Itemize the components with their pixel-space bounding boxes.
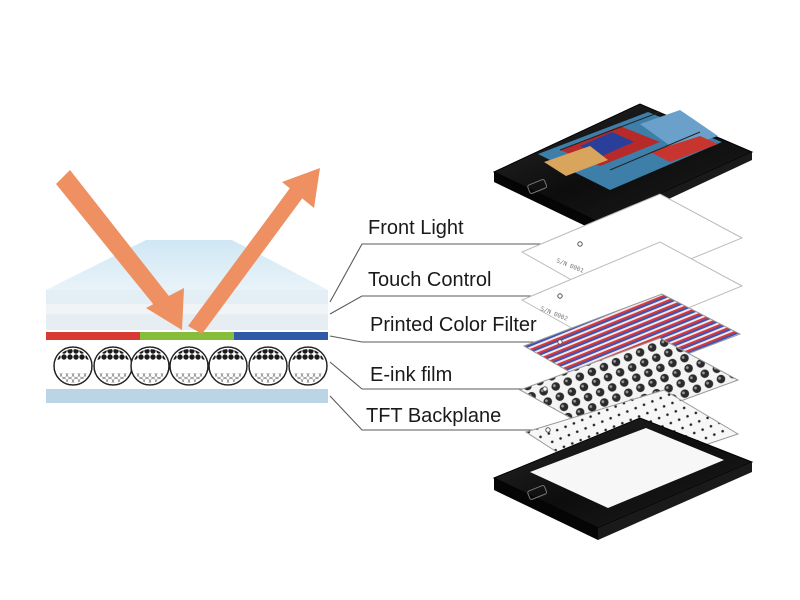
eink-film-sheet-anchor: [542, 386, 548, 392]
color-filter-blue-segment: [234, 332, 328, 340]
leader-line-eink-film: [329, 361, 545, 390]
cross-section-front-light-layer: [46, 240, 328, 290]
eink-microcapsule: [248, 346, 288, 386]
label-front-light: Front Light: [368, 217, 464, 239]
leader-lines: [329, 243, 580, 431]
eink-microcapsule: [130, 346, 170, 386]
label-color-filter: Printed Color Filter: [370, 314, 537, 336]
color-filter-sheet-anchor: [557, 339, 563, 345]
eink-microcapsule: [93, 346, 133, 386]
incoming-light-arrow: [56, 170, 184, 330]
bottom-device-blank-screen: [530, 428, 724, 508]
layer-labels: Front Light Touch Control Printed Color …: [366, 217, 537, 427]
eink-microcapsule-row: [53, 346, 328, 386]
label-eink-film: E-ink film: [370, 364, 452, 386]
bottom-home-button-icon: [527, 485, 548, 500]
label-touch-control: Touch Control: [368, 269, 491, 291]
leader-line-touch-control: [329, 295, 560, 315]
cross-section: [46, 168, 328, 403]
leader-line-front-light: [329, 243, 580, 303]
eink-microcapsule: [53, 346, 93, 386]
color-filter-red-segment: [46, 332, 140, 340]
leader-line-color-filter: [329, 335, 560, 343]
label-tft-backplane: TFT Backplane: [366, 405, 501, 427]
eink-microcapsule: [169, 346, 209, 386]
touch-control-sheet-anchor: [557, 293, 563, 299]
cross-section-tft-backplane: [46, 389, 328, 403]
reflected-light-arrow: [188, 168, 320, 334]
cross-section-front-light-base: [46, 290, 328, 304]
eink-microcapsule: [208, 346, 248, 386]
home-button-icon: [527, 179, 548, 194]
device-bottom-frame: [492, 417, 754, 540]
tft-backplane-sheet-anchor: [545, 427, 551, 433]
eink-microcapsule: [288, 346, 328, 386]
exploded-device-view: S/N 0001 S/N 0002: [492, 103, 754, 540]
front-light-sheet-anchor: [577, 241, 583, 247]
cross-section-touch-layer: [46, 304, 328, 314]
color-filter-green-segment: [140, 332, 234, 340]
cross-section-touch-layer-2: [46, 314, 328, 330]
leader-line-tft-backplane: [329, 395, 548, 431]
